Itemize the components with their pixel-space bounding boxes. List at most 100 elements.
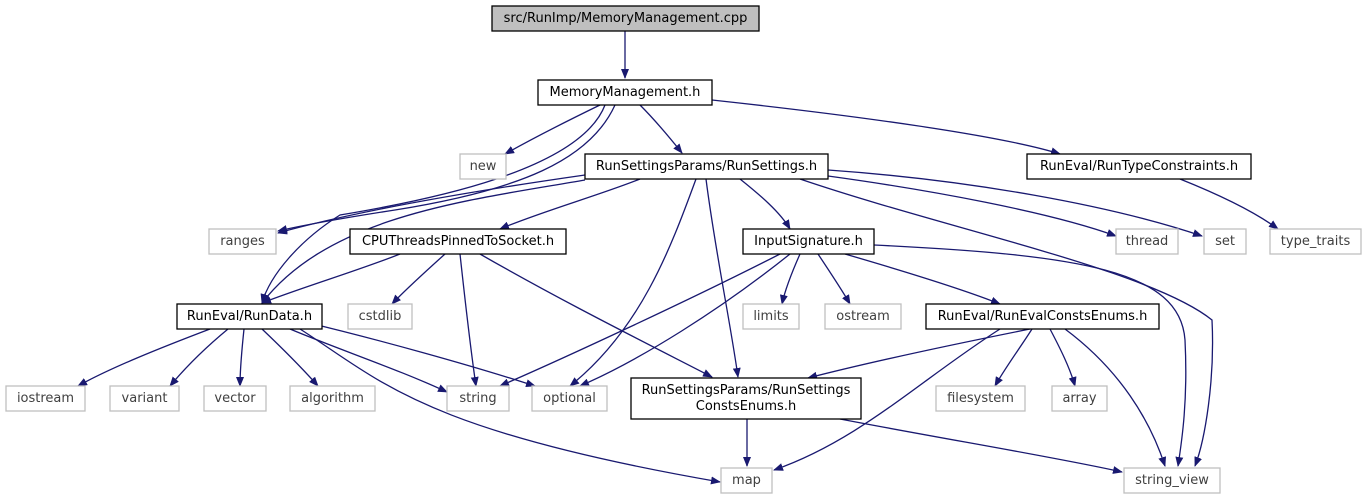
edge-inputsignature_h-to-runevalconstsenums_h (844, 253, 1001, 305)
node-box (1115, 228, 1179, 255)
node-box (203, 385, 267, 412)
node-string: string (446, 385, 510, 412)
edge-cputhreads_h-to-runsettingsconstsenums_h (479, 253, 713, 378)
node-label: array (1062, 391, 1096, 406)
node-label: ostream (836, 309, 890, 324)
edge-inputsignature_h-to-optional (579, 253, 791, 387)
edge-rundata_h-to-optional (304, 321, 536, 388)
edge-runtypeconstraints_h-to-type_traits (1179, 178, 1279, 230)
node-box (349, 228, 567, 255)
node-ranges: ranges (208, 228, 277, 255)
node-box (742, 303, 800, 330)
node-cstdlib: cstdlib (347, 303, 413, 330)
node-label: CPUThreadsPinnedToSocket.h (362, 234, 554, 249)
node-label: thread (1126, 234, 1169, 249)
node-label: RunEval/RunTypeConstraints.h (1040, 159, 1238, 174)
node-label: RunSettingsParams/RunSettings (642, 383, 851, 398)
node-box (289, 385, 376, 412)
node-root[interactable]: src/RunImp/MemoryManagement.cpp (491, 5, 760, 32)
edge-inputsignature_h-to-ostream (817, 253, 851, 305)
edge-inputsignature_h-to-string (499, 253, 781, 387)
node-box (630, 377, 862, 420)
node-map: map (720, 467, 773, 494)
node-label: iostream (17, 391, 74, 406)
node-rundata-h[interactable]: RunEval/RunData.h (176, 303, 323, 330)
node-string-view: string_view (1123, 467, 1221, 494)
edge-rundata_h-to-iostream (77, 328, 211, 387)
node-box (1269, 228, 1362, 255)
node-filesystem: filesystem (935, 385, 1026, 412)
nodes-layer: src/RunImp/MemoryManagement.cppMemoryMan… (5, 5, 1362, 494)
edge-runevalconstsenums_h-to-map (773, 328, 1001, 471)
node-runtypeconstraints-h[interactable]: RunEval/RunTypeConstraints.h (1026, 153, 1252, 180)
node-thread: thread (1115, 228, 1179, 255)
edge-rundata_h-to-variant (169, 328, 229, 387)
node-box (1123, 467, 1221, 494)
edge-inputsignature_h-to-limits (779, 253, 801, 305)
node-box (347, 303, 413, 330)
node-label: variant (122, 391, 168, 406)
node-label: src/RunImp/MemoryManagement.cpp (504, 11, 748, 26)
edge-rundata_h-to-map (299, 328, 721, 485)
node-label: new (470, 159, 497, 174)
node-runsettings-h[interactable]: RunSettingsParams/RunSettings.h (584, 153, 829, 180)
node-box (824, 303, 902, 330)
node-algorithm: algorithm (289, 385, 376, 412)
node-runevalconstsenums-h[interactable]: RunEval/RunEvalConstsEnums.h (925, 303, 1160, 330)
node-label: set (1215, 234, 1235, 249)
node-label: ConstsEnums.h (696, 399, 796, 414)
node-box (742, 228, 875, 255)
node-cputhreads-h[interactable]: CPUThreadsPinnedToSocket.h (349, 228, 567, 255)
node-variant: variant (109, 385, 180, 412)
edge-rundata_h-to-vector (236, 328, 245, 387)
edge-cputhreads_h-to-rundata_h (261, 253, 401, 304)
edge-runsettings_h-to-optional (569, 178, 697, 387)
node-box (720, 467, 773, 494)
node-label: RunSettingsParams/RunSettings.h (596, 159, 817, 174)
edge-memmgmt_h-to-rundata_h (260, 104, 606, 304)
node-box (1203, 228, 1247, 255)
node-box (109, 385, 180, 412)
node-ostream: ostream (824, 303, 902, 330)
edge-runsettings_h-to-rundata_h (261, 179, 586, 304)
node-label: InputSignature.h (754, 234, 863, 249)
node-label: string (459, 391, 496, 406)
node-vector: vector (203, 385, 267, 412)
edge-runevalconstsenums_h-to-filesystem (994, 328, 1033, 387)
node-inputsignature-h[interactable]: InputSignature.h (742, 228, 875, 255)
node-box (531, 385, 608, 412)
node-label: vector (214, 391, 256, 406)
edge-cputhreads_h-to-string (459, 253, 479, 387)
node-label: string_view (1135, 473, 1209, 488)
node-box (584, 153, 829, 180)
node-label: optional (543, 391, 596, 406)
node-set: set (1203, 228, 1247, 255)
edge-runsettings_h-to-ranges (277, 174, 586, 235)
node-box (1051, 385, 1108, 412)
node-iostream: iostream (5, 385, 86, 412)
edge-memmgmt_h-to-runtypeconstraints_h (711, 99, 1061, 156)
edge-runsettings_h-to-thread (827, 175, 1117, 237)
node-box (491, 5, 760, 32)
node-box (935, 385, 1026, 412)
node-label: RunEval/RunData.h (187, 309, 312, 324)
edge-runsettings_h-to-inputsignature_h (739, 178, 791, 230)
node-label: algorithm (301, 391, 364, 406)
node-box (537, 79, 713, 106)
node-box (5, 385, 86, 412)
edge-runsettings_h-to-cputhreads_h (499, 178, 641, 230)
edge-runevalconstsenums_h-to-string_view (1064, 328, 1167, 467)
node-label: cstdlib (359, 309, 402, 324)
node-memmgmt-h[interactable]: MemoryManagement.h (537, 79, 713, 106)
node-label: map (732, 473, 761, 488)
node-type-traits: type_traits (1269, 228, 1362, 255)
edge-memmgmt_h-to-ranges (277, 104, 616, 233)
edge-runevalconstsenums_h-to-array (1049, 328, 1077, 387)
edge-memmgmt_h-to-new (504, 104, 601, 155)
edge-memmgmt_h-to-runsettings_h (639, 104, 683, 154)
node-runsettingsconstsenums-h[interactable]: RunSettingsParams/RunSettingsConstsEnums… (630, 377, 862, 420)
node-label: RunEval/RunEvalConstsEnums.h (938, 309, 1148, 324)
node-label: MemoryManagement.h (550, 85, 701, 100)
edge-inputsignature_h-to-string_view (873, 244, 1187, 467)
edge-rundata_h-to-algorithm (261, 328, 319, 387)
